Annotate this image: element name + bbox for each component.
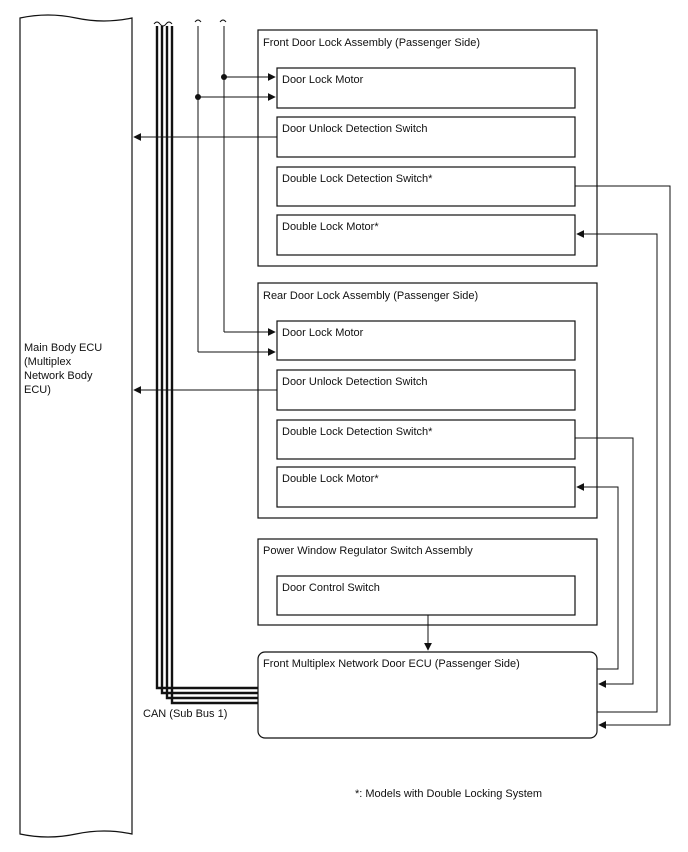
main-body-ecu: Main Body ECU (Multiplex Network Body EC… — [19, 14, 133, 838]
front-door-lock-assembly: Front Door Lock Assembly (Passenger Side… — [257, 29, 598, 267]
can-bus-break-marks — [153, 19, 227, 27]
door-ecu-title: Front Multiplex Network Door ECU (Passen… — [263, 658, 520, 670]
front-door-unlock-detection-switch-label: Door Unlock Detection Switch — [282, 123, 428, 135]
rear-door-lock-motor — [276, 320, 576, 361]
rear-double-lock-detection-switch — [276, 419, 576, 460]
front-door-unlock-detection-switch — [276, 116, 576, 158]
power-window-regulator-switch-assembly: Power Window Regulator Switch Assembly D… — [257, 538, 598, 626]
rear-double-lock-detection-switch-label: Double Lock Detection Switch* — [282, 426, 433, 438]
ecu-label-line-2: (Multiplex — [24, 356, 72, 368]
window-assembly-title: Power Window Regulator Switch Assembly — [263, 545, 473, 557]
front-door-lock-motor — [276, 67, 576, 109]
rear-door-unlock-detection-switch — [276, 369, 576, 411]
can-bus — [155, 26, 258, 705]
front-multiplex-network-door-ecu: Front Multiplex Network Door ECU (Passen… — [257, 651, 598, 739]
junction-dot — [221, 74, 227, 80]
door-control-switch-label: Door Control Switch — [282, 582, 380, 594]
rear-door-unlock-detection-switch-label: Door Unlock Detection Switch — [282, 376, 428, 388]
door-control-switch — [276, 575, 576, 616]
lock-motor-wires — [197, 26, 276, 356]
rear-door-lock-assembly: Rear Door Lock Assembly (Passenger Side)… — [257, 282, 598, 519]
footnote: *: Models with Double Locking System — [355, 788, 542, 800]
rear-assembly-title: Rear Door Lock Assembly (Passenger Side) — [263, 290, 478, 302]
can-label: CAN (Sub Bus 1) — [143, 708, 227, 720]
rear-double-lock-motor-label: Double Lock Motor* — [282, 473, 379, 485]
front-double-lock-motor — [276, 214, 576, 256]
front-double-lock-motor-label: Double Lock Motor* — [282, 221, 379, 233]
ecu-label-line-3: Network Body — [24, 370, 93, 382]
front-double-lock-detection-switch-label: Double Lock Detection Switch* — [282, 173, 433, 185]
ecu-label-line-1: Main Body ECU — [24, 342, 102, 354]
double-lock-wires — [575, 185, 671, 729]
rear-door-lock-motor-label: Door Lock Motor — [282, 327, 364, 339]
ecu-label-line-4: ECU) — [24, 384, 51, 396]
rear-double-lock-motor — [276, 466, 576, 508]
unlock-signal-wires — [133, 133, 277, 394]
front-door-lock-motor-label: Door Lock Motor — [282, 74, 364, 86]
junction-dot — [195, 94, 201, 100]
front-assembly-title: Front Door Lock Assembly (Passenger Side… — [263, 37, 480, 49]
